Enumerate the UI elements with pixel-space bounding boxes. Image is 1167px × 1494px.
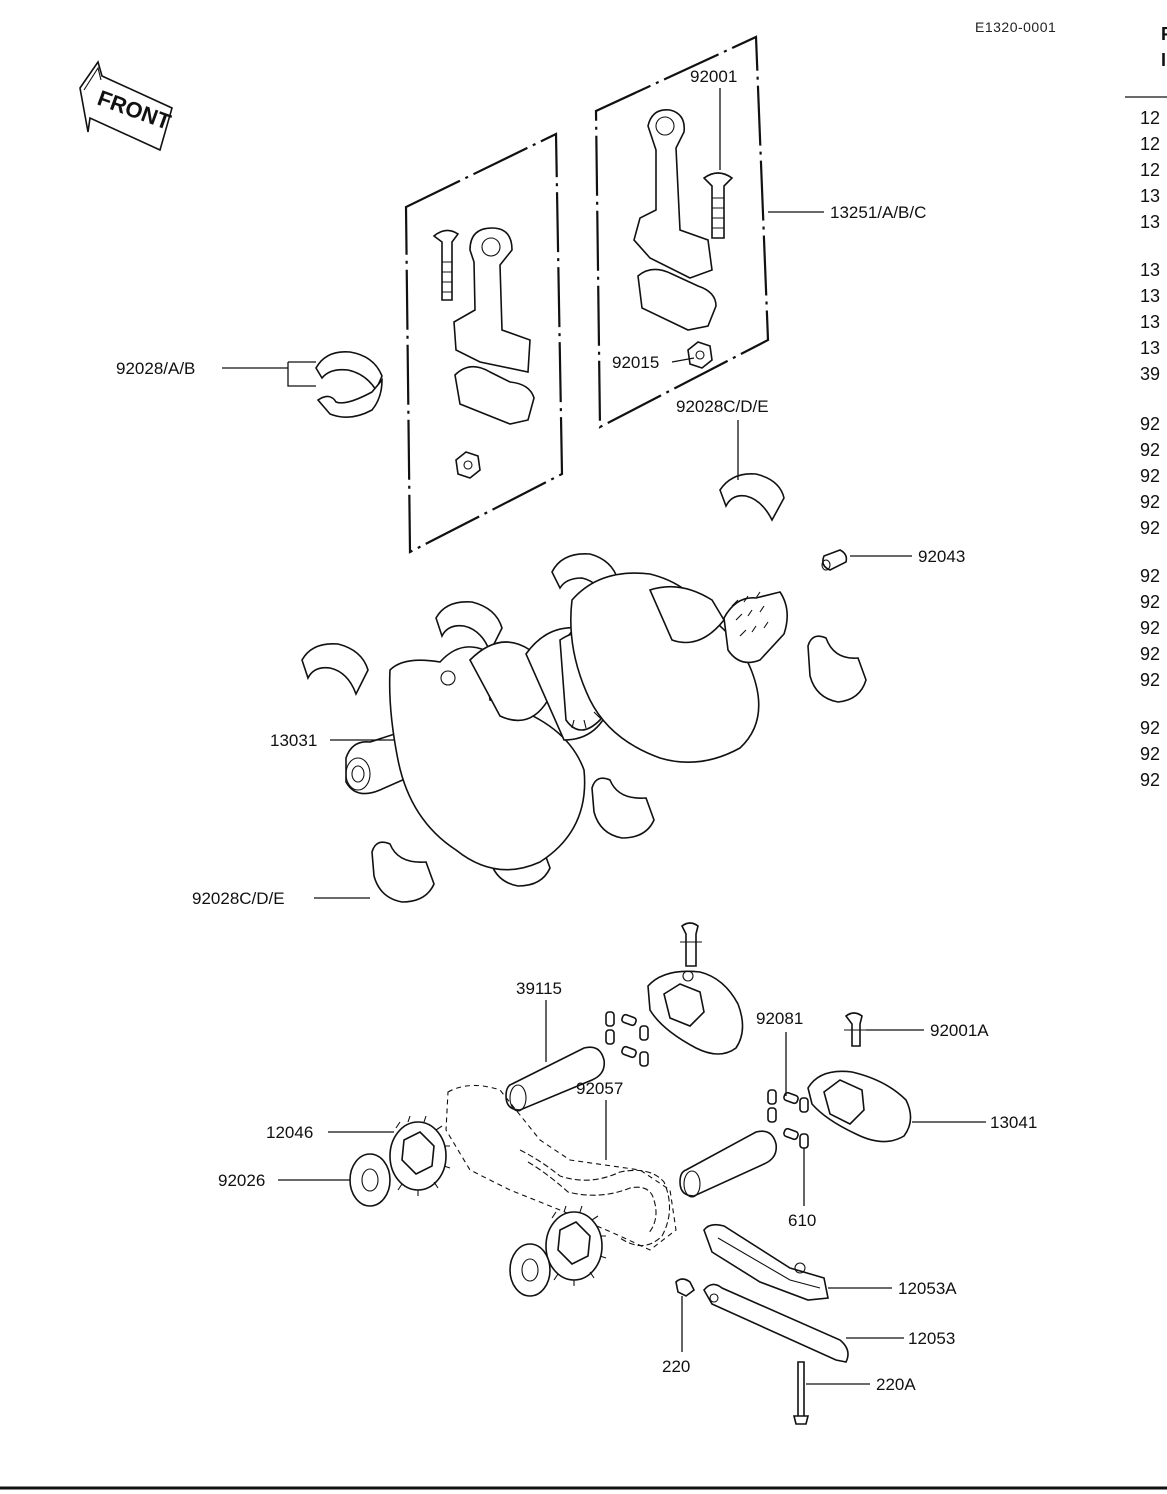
sprocket-icon <box>389 1115 451 1196</box>
chain-guide-icon <box>703 1223 829 1301</box>
callout-12053: 12053 <box>908 1329 955 1348</box>
bolt-icon <box>844 1012 866 1047</box>
parts-number: 92 <box>1140 718 1160 738</box>
balancer-weight-right-icon <box>807 1070 912 1143</box>
callout-39115: 39115 <box>516 979 562 998</box>
callout-92028c-d-e-top: 92028C/D/E <box>676 397 769 416</box>
parts-number: 13 <box>1140 338 1160 358</box>
crankshaft <box>345 572 788 871</box>
parts-number: 92 <box>1140 644 1160 664</box>
front-arrow-icon: FRONT <box>79 60 175 152</box>
callout-13031: 13031 <box>270 731 317 750</box>
spring-pin-cluster-icon <box>605 1011 649 1067</box>
main-bearing-shell-icon <box>301 643 369 697</box>
callout-13041: 13041 <box>990 1113 1037 1132</box>
parts-number: 92 <box>1140 492 1160 512</box>
parts-number: 92 <box>1140 592 1160 612</box>
callout-12053a: 12053A <box>898 1279 957 1298</box>
parts-number: 13 <box>1140 212 1160 232</box>
chain-guide-long-icon <box>703 1283 849 1363</box>
callout-92026: 92026 <box>218 1171 265 1190</box>
connecting-rod-box-right <box>594 35 770 429</box>
parts-number: 92 <box>1140 744 1160 764</box>
main-bearing-shell-icon <box>591 777 655 839</box>
bolt-icon <box>792 1361 810 1425</box>
balancer-shaft-icon <box>505 1046 606 1112</box>
parts-number: 13 <box>1140 186 1160 206</box>
parts-number: 39 <box>1140 364 1160 384</box>
drive-chain-icon <box>519 1149 671 1247</box>
parts-number: 12 <box>1140 160 1160 180</box>
dowel-pin-icon <box>821 549 848 571</box>
washer-icon <box>509 1243 551 1297</box>
main-bearing-shell-icon <box>807 635 867 703</box>
bearing-shell-lower-icon <box>316 377 383 418</box>
main-bearing-shell-icon <box>371 841 435 903</box>
spring-pin-cluster-icon <box>767 1089 809 1149</box>
parts-number: 13 <box>1140 312 1160 332</box>
callout-92057: 92057 <box>576 1079 623 1098</box>
callout-92043: 92043 <box>918 547 965 566</box>
parts-number: 92 <box>1140 414 1160 434</box>
column-heading-letter-2: I <box>1161 50 1166 70</box>
callout-12046: 12046 <box>266 1123 313 1142</box>
parts-number: 13 <box>1140 260 1160 280</box>
parts-number: 92 <box>1140 670 1160 690</box>
callout-92028c-d-e-bottom: 92028C/D/E <box>192 889 285 908</box>
parts-number: 12 <box>1140 108 1160 128</box>
parts-number: 92 <box>1140 618 1160 638</box>
washer-icon <box>349 1153 391 1207</box>
diagram-code: E1320-0001 <box>975 19 1056 35</box>
column-heading-letter: F <box>1161 24 1167 44</box>
parts-number: 92 <box>1140 440 1160 460</box>
callout-610: 610 <box>788 1211 816 1230</box>
parts-number-column: F I 12 12 12 13 13 13 13 13 13 39 92 92 … <box>1140 24 1167 790</box>
parts-number: 92 <box>1140 518 1160 538</box>
sprocket-icon <box>545 1205 607 1286</box>
callout-92001: 92001 <box>690 67 737 86</box>
bolt-icon <box>680 922 702 967</box>
parts-number: 92 <box>1140 770 1160 790</box>
parts-number: 92 <box>1140 566 1160 586</box>
bearing-shell-icon <box>719 473 785 522</box>
callout-220: 220 <box>662 1357 690 1376</box>
screw-icon <box>675 1278 696 1297</box>
callout-92015: 92015 <box>612 353 659 372</box>
balancer-shaft-icon <box>679 1130 778 1198</box>
connecting-rod-box-left <box>404 132 564 554</box>
callout-92081: 92081 <box>756 1009 803 1028</box>
balancer-weight-top-icon <box>647 970 744 1055</box>
callout-92028-a-b: 92028/A/B <box>116 359 195 378</box>
parts-number: 13 <box>1140 286 1160 306</box>
callout-220a: 220A <box>876 1375 916 1394</box>
bearing-shell-upper-icon <box>315 351 383 392</box>
chain-guide-outline <box>445 1084 677 1251</box>
leader-lines <box>222 88 986 1385</box>
callout-13251: 13251/A/B/C <box>830 203 926 222</box>
parts-number: 92 <box>1140 466 1160 486</box>
callout-92001a: 92001A <box>930 1021 989 1040</box>
parts-number: 12 <box>1140 134 1160 154</box>
